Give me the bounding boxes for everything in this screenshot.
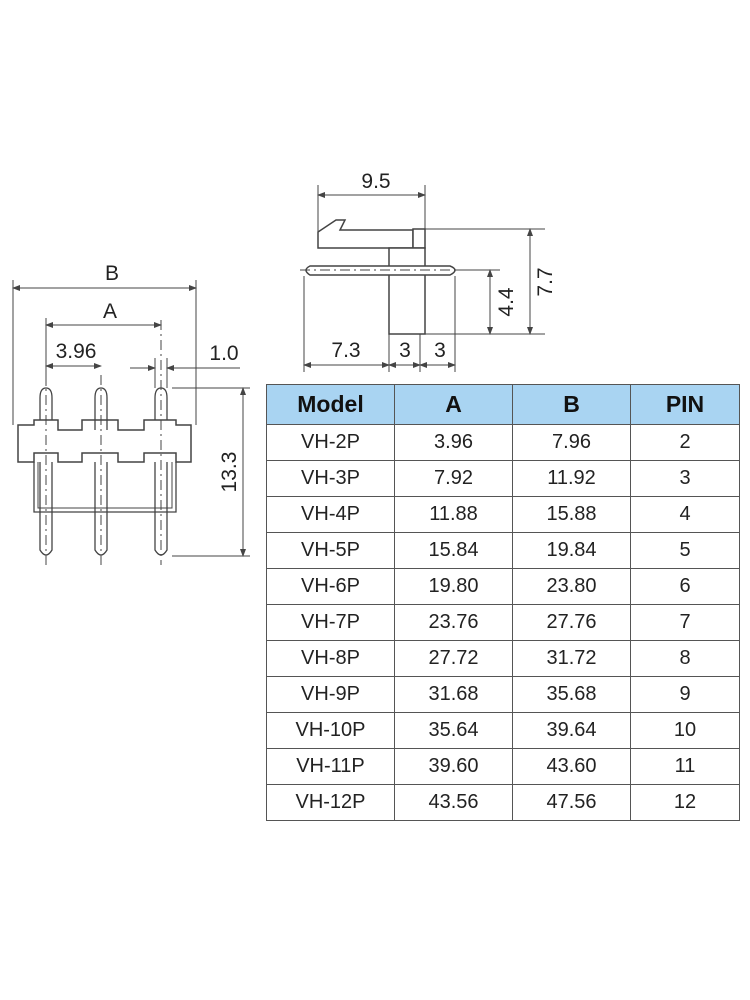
cell-pin: 6 [630,568,740,605]
cell-model: VH-12P [266,784,395,821]
cell-model: VH-7P [266,604,395,641]
housing-outline [17,419,192,463]
cell-b: 11.92 [512,460,631,497]
cell-model: VH-6P [266,568,395,605]
cell-b: 19.84 [512,532,631,569]
cell-a: 39.60 [394,748,513,785]
cell-b: 31.72 [512,640,631,677]
vertical-block [388,247,426,335]
cell-a: 43.56 [394,784,513,821]
header-a: A [394,384,513,425]
dim-left-len: 7.3 [331,339,360,362]
cell-a: 27.72 [394,640,513,677]
cell-b: 23.80 [512,568,631,605]
cell-b: 27.76 [512,604,631,641]
dim-pitch: 3.96 [56,340,97,363]
dim-A: A [103,300,117,323]
cell-model: VH-5P [266,532,395,569]
cell-b: 39.64 [512,712,631,749]
side-view: 9.5 7.7 4.4 7.3 3 3 [300,170,557,372]
cell-pin: 7 [630,604,740,641]
cell-b: 15.88 [512,496,631,533]
cell-a: 35.64 [394,712,513,749]
cell-a: 19.80 [394,568,513,605]
cell-pin: 8 [630,640,740,677]
cell-a: 23.76 [394,604,513,641]
cell-a: 31.68 [394,676,513,713]
cell-b: 47.56 [512,784,631,821]
dim-B: B [105,262,119,285]
cell-model: VH-9P [266,676,395,713]
cell-model: VH-3P [266,460,395,497]
header-model: Model [266,384,395,425]
latch-outline [317,219,414,249]
cell-b: 7.96 [512,424,631,461]
cell-model: VH-2P [266,424,395,461]
header-b: B [512,384,631,425]
cell-pin: 9 [630,676,740,713]
dim-top-width: 9.5 [361,170,390,193]
cell-model: VH-8P [266,640,395,677]
dim-total-height: 7.7 [534,267,557,296]
cell-pin: 2 [630,424,740,461]
dim-pin-width: 1.0 [209,342,238,365]
front-view: B A 3.96 1.0 13.3 [12,262,250,565]
cell-model: VH-10P [266,712,395,749]
cell-model: VH-4P [266,496,395,533]
dim-mid-b: 3 [434,339,446,362]
cell-pin: 4 [630,496,740,533]
cell-a: 11.88 [394,496,513,533]
table-header-row: Model A B PIN [266,384,740,425]
cell-a: 3.96 [394,424,513,461]
cell-a: 7.92 [394,460,513,497]
cell-pin: 11 [630,748,740,785]
dim-mid-a: 3 [399,339,411,362]
header-pin: PIN [630,384,740,425]
cell-model: VH-11P [266,748,395,785]
dim-upper-height: 4.4 [495,287,518,317]
cell-pin: 10 [630,712,740,749]
cell-pin: 12 [630,784,740,821]
cell-pin: 3 [630,460,740,497]
cell-b: 43.60 [512,748,631,785]
dim-height: 13.3 [218,452,241,493]
cell-pin: 5 [630,532,740,569]
cell-b: 35.68 [512,676,631,713]
cell-a: 15.84 [394,532,513,569]
